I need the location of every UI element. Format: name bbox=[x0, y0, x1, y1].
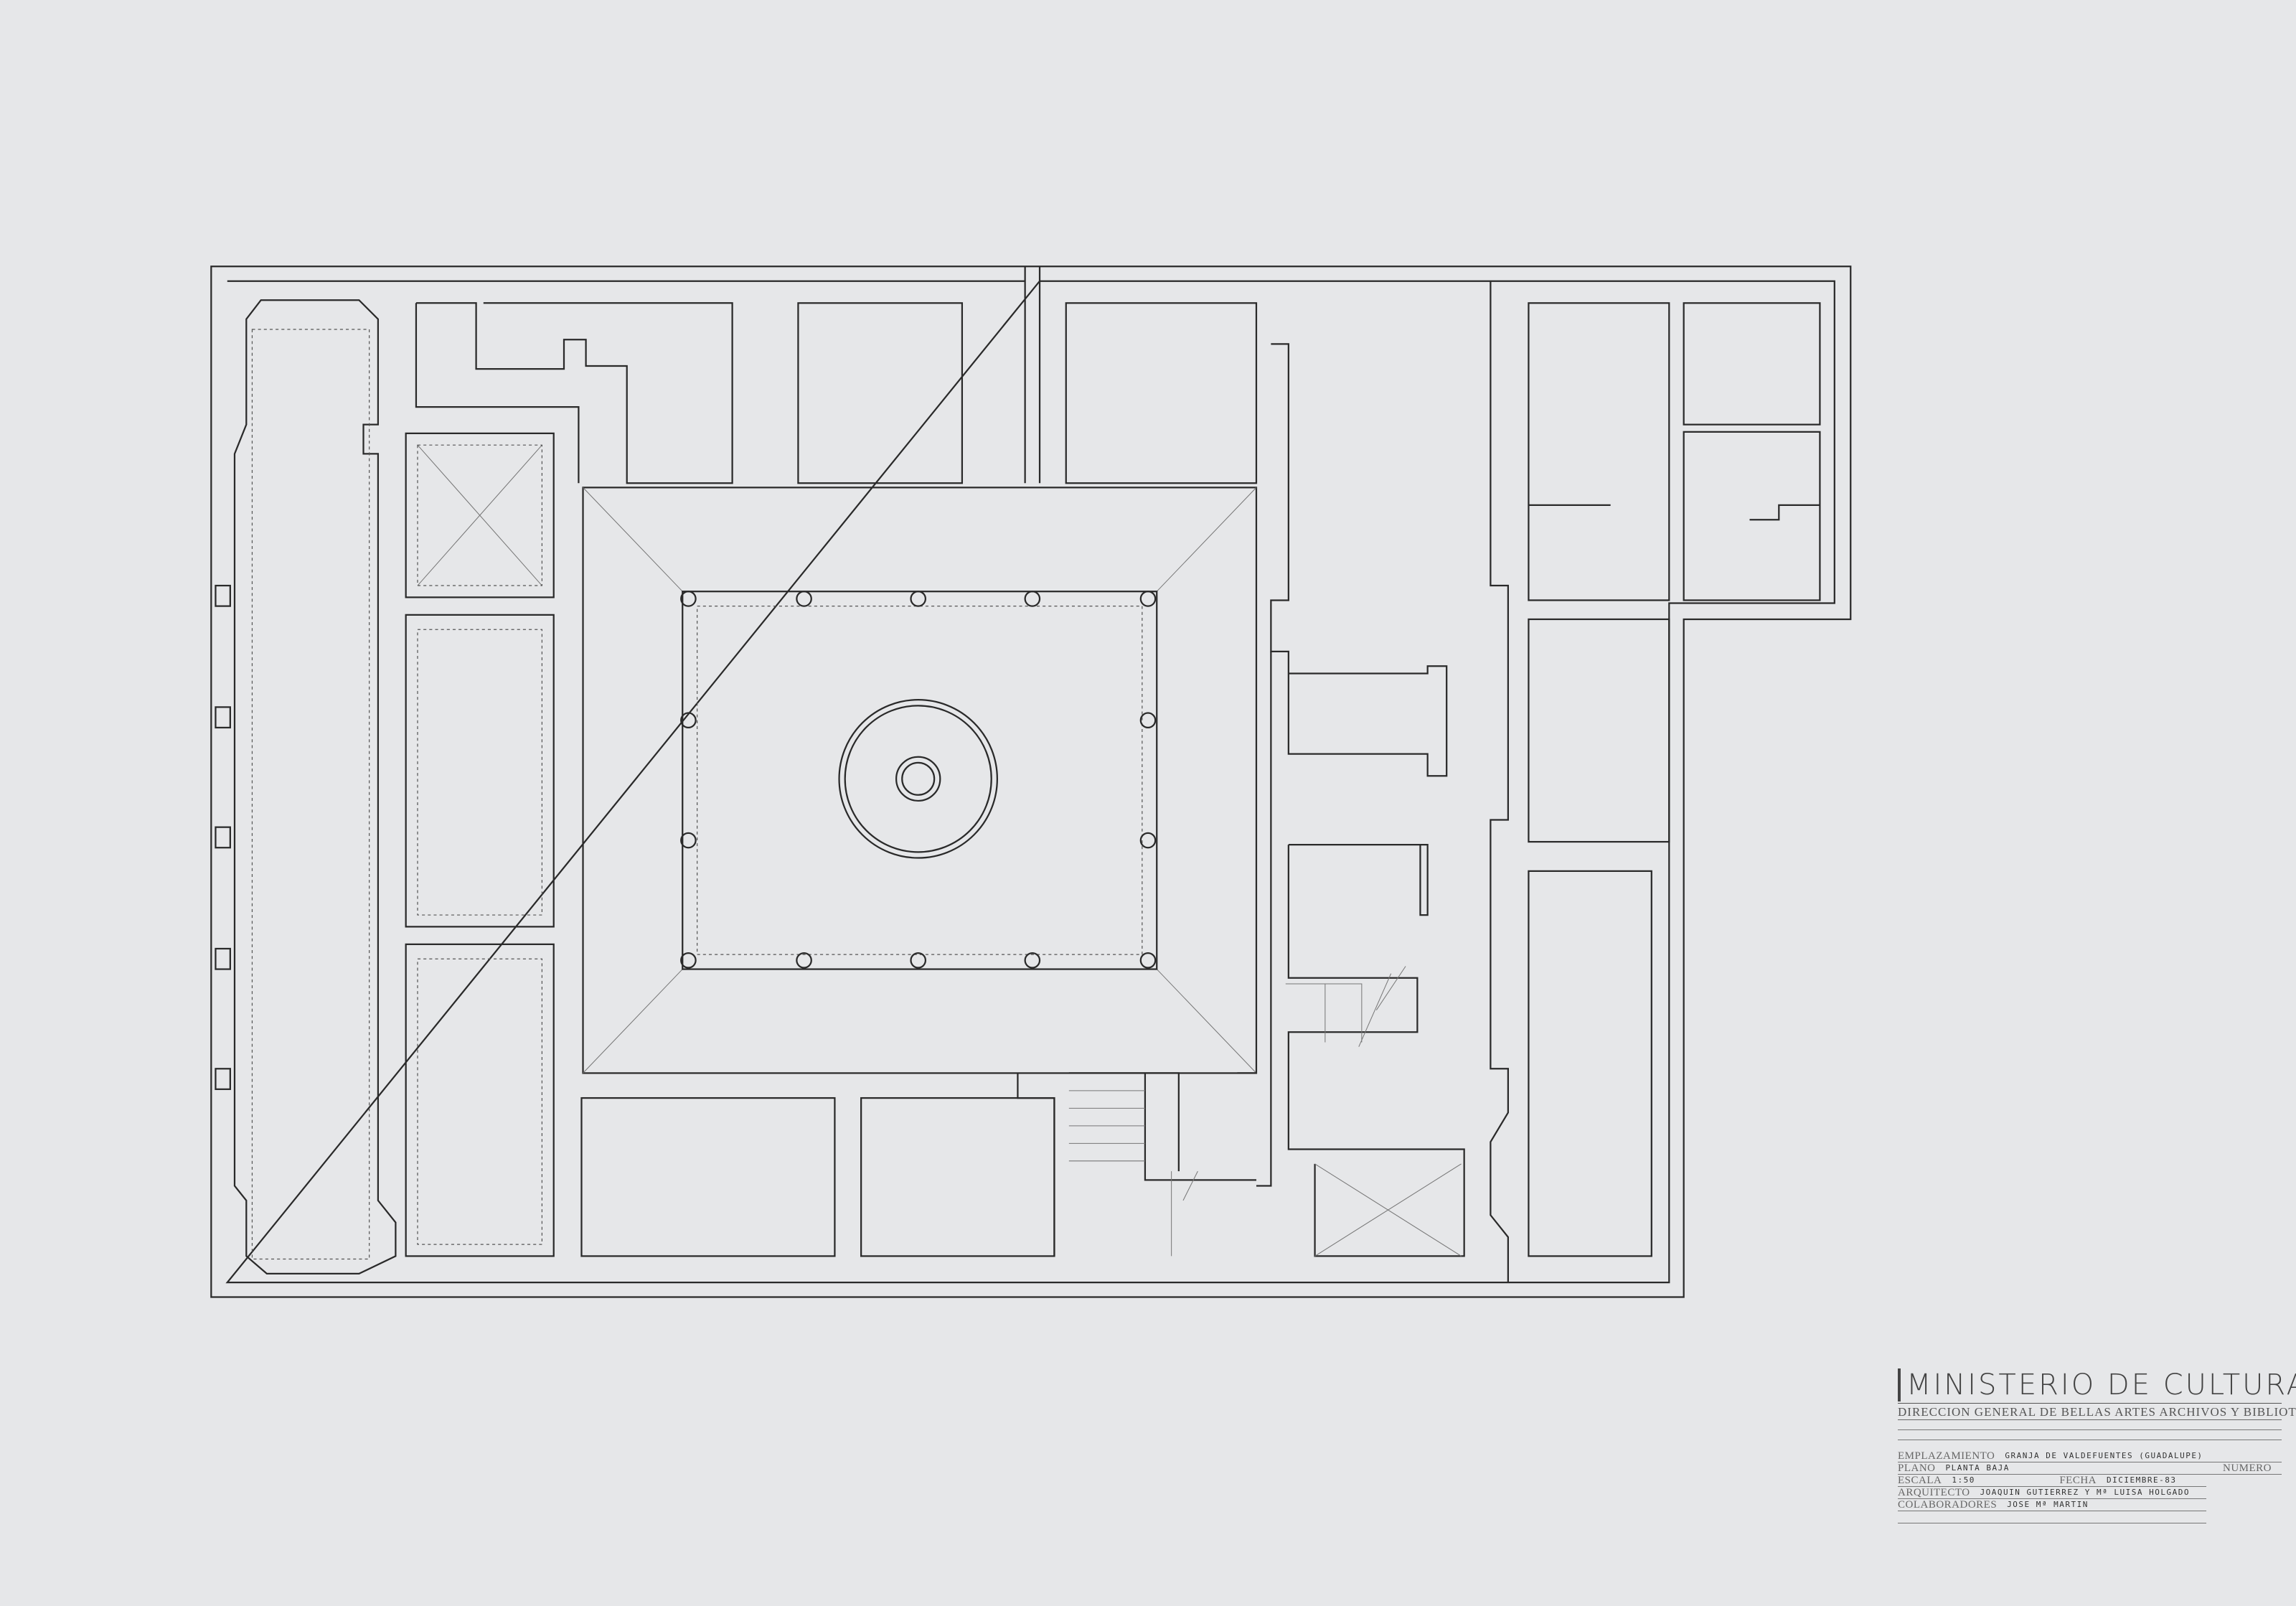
ministry-header: MINISTERIO DE CULTURA bbox=[1898, 1367, 2296, 1404]
courtyard bbox=[582, 487, 1258, 1074]
west-corridor bbox=[215, 299, 397, 1275]
row-arquitecto: ARQUITECTO JOAQUIN GUTIERREZ Y Mª LUISA … bbox=[1898, 1487, 2206, 1499]
north-rooms bbox=[415, 302, 1258, 484]
ministry-name: MINISTERIO DE CULTURA bbox=[1906, 1368, 2296, 1401]
row-plano: PLANO PLANTA BAJA NUMERO bbox=[1898, 1462, 2282, 1475]
coat-of-arms-icon bbox=[1898, 1368, 1901, 1401]
stairs bbox=[1068, 1090, 1198, 1257]
west-rooms bbox=[405, 432, 555, 1257]
row-escala: ESCALA 1:50 FECHA DICIEMBRE-83 bbox=[1898, 1475, 2206, 1487]
fountain bbox=[838, 699, 998, 859]
title-block: MINISTERIO DE CULTURA DIRECCION GENERAL … bbox=[1898, 1367, 2296, 1532]
row-colaboradores: COLABORADORES JOSE Mª MARTIN bbox=[1898, 1499, 2206, 1511]
central-east-block bbox=[1256, 281, 1509, 1283]
south-rooms bbox=[580, 1072, 1256, 1257]
columns bbox=[680, 591, 1157, 969]
department: DIRECCION GENERAL DE BELLAS ARTES ARCHIV… bbox=[1898, 1405, 2296, 1420]
row-emplazamiento: EMPLAZAMIENTO GRANJA DE VALDEFUENTES (GU… bbox=[1898, 1450, 2282, 1462]
windows bbox=[215, 584, 231, 1090]
outer-walls bbox=[210, 266, 1852, 1298]
east-rooms bbox=[1528, 302, 1821, 1257]
